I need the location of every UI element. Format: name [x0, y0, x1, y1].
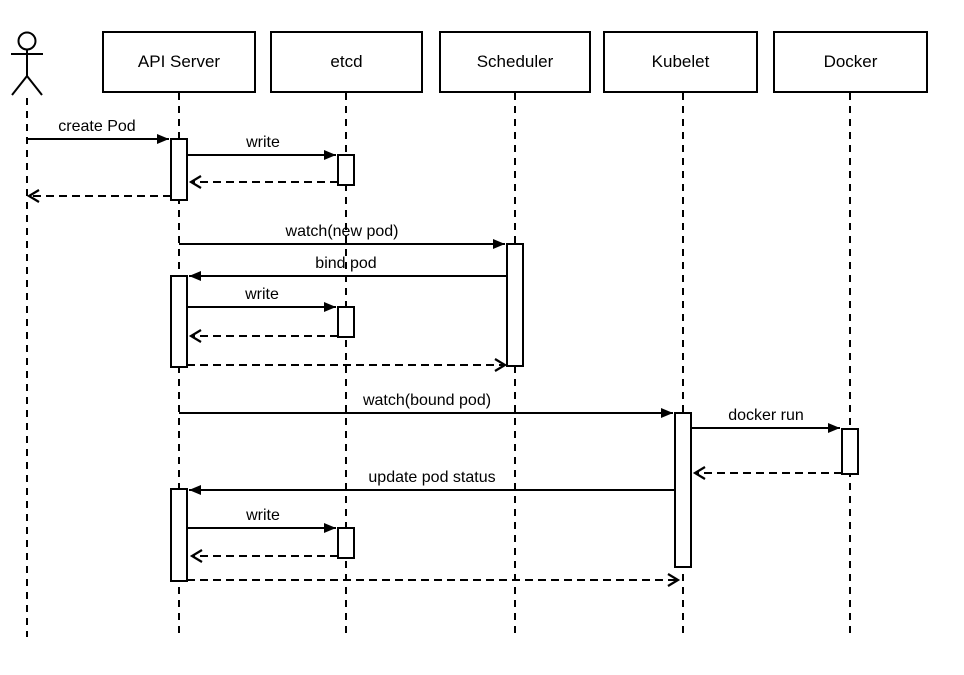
activation-scheduler-1 — [506, 243, 524, 367]
participant-api-server: API Server — [102, 31, 256, 93]
message-label-docker-run: docker run — [728, 407, 804, 424]
message-label-watch-new-pod: watch(new pod) — [285, 223, 399, 240]
activation-etcd-3 — [337, 527, 355, 559]
message-label-bind-pod: bind pod — [315, 255, 377, 272]
activation-etcd-1 — [337, 154, 355, 186]
call-arrows — [27, 134, 840, 533]
participant-kubelet: Kubelet — [603, 31, 758, 93]
message-label-write-3: write — [246, 507, 280, 524]
message-label-update-pod-status: update pod status — [368, 469, 496, 486]
activation-docker-1 — [841, 428, 859, 475]
activation-etcd-2 — [337, 306, 355, 338]
message-label-write-1: write — [246, 134, 280, 151]
actor-user-icon — [11, 31, 43, 96]
activation-kubelet-1 — [674, 412, 692, 568]
activation-bars — [170, 138, 859, 582]
activation-api-server-1 — [170, 138, 188, 201]
activation-api-server-3 — [170, 488, 188, 582]
message-label-create-pod: create Pod — [58, 118, 136, 135]
message-label-write-2: write — [245, 286, 279, 303]
participant-etcd: etcd — [270, 31, 423, 93]
return-arrows — [26, 175, 842, 587]
participant-docker: Docker — [773, 31, 928, 93]
participant-scheduler: Scheduler — [439, 31, 591, 93]
activation-api-server-2 — [170, 275, 188, 368]
message-label-watch-bound-pod: watch(bound pod) — [362, 392, 492, 409]
